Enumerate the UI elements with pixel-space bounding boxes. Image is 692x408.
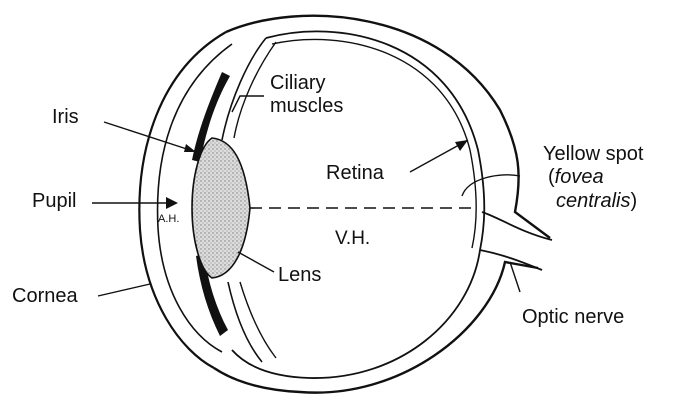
leader-lens	[238, 252, 274, 272]
label-yellow-spot: Yellow spot	[543, 143, 643, 165]
leader-iris	[104, 122, 196, 152]
label-vitreous-humour: V.H.	[335, 228, 370, 250]
label-pupil: Pupil	[32, 190, 76, 212]
leader-ciliary	[232, 96, 264, 112]
arrowhead-iris	[184, 144, 196, 152]
label-fovea: fovea	[555, 166, 604, 188]
label-iris: Iris	[52, 106, 79, 128]
label-cornea: Cornea	[12, 285, 78, 307]
sclera-outer-wall	[226, 16, 550, 238]
label-centralis-line: centralis)	[556, 190, 637, 212]
leader-optic-nerve	[510, 262, 520, 292]
arrowhead-pupil	[166, 197, 178, 209]
arrowhead-retina	[455, 140, 468, 151]
ciliary-body-upper	[222, 38, 266, 140]
label-centralis: centralis	[556, 190, 630, 212]
retina-layer	[272, 39, 476, 248]
label-ciliary-line2: muscles	[270, 95, 343, 117]
paren-open: (	[548, 166, 555, 188]
paren-close: )	[630, 190, 637, 212]
lens	[192, 138, 250, 278]
label-fovea-line: (fovea	[548, 166, 604, 188]
leader-cornea	[98, 284, 150, 296]
label-optic-nerve: Optic nerve	[522, 306, 624, 328]
ciliary-body-lower-2	[240, 282, 276, 358]
label-retina: Retina	[326, 162, 384, 184]
label-ciliary-line1: Ciliary	[270, 72, 326, 94]
label-aqueous-humour: A.H.	[158, 213, 179, 225]
fovea-hook	[462, 175, 520, 196]
sclera-outer-wall-lower	[214, 262, 538, 393]
label-lens: Lens	[278, 264, 321, 286]
optic-nerve	[482, 212, 552, 240]
